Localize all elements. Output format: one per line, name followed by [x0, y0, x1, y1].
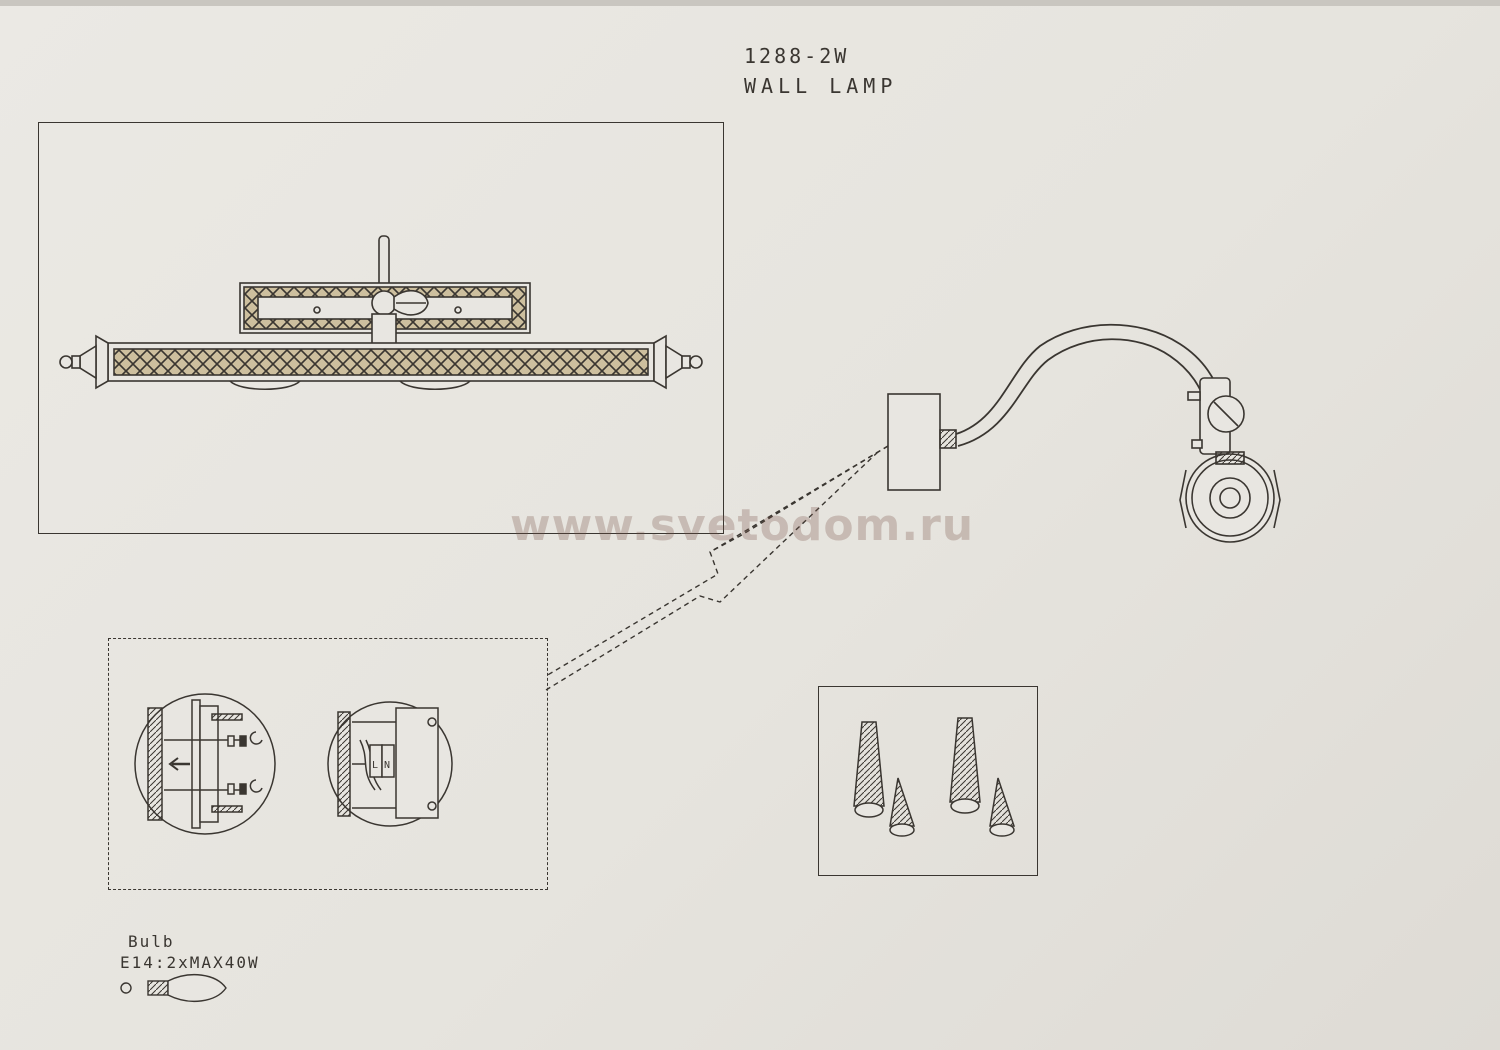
candle-bulb-icon — [120, 974, 227, 1002]
mounting-hardware-panel — [818, 686, 1038, 876]
front-view-lamp — [59, 235, 703, 390]
wall-anchors-and-screws — [853, 717, 1016, 837]
wire-label-n: N — [384, 760, 390, 771]
watermark: www.svetodom.ru — [510, 500, 975, 551]
front-view-panel — [38, 122, 724, 534]
sheet-top-edge — [0, 0, 1500, 6]
model-number: 1288-2W — [744, 44, 850, 68]
detail-leader-lines — [545, 445, 889, 691]
wiring-detail-panel — [108, 638, 548, 890]
product-name: WALL LAMP — [744, 74, 898, 98]
wire-connection-detail — [327, 701, 453, 827]
wall-mount-detail — [134, 693, 276, 835]
bulb-label: Bulb — [128, 932, 175, 951]
bulb-spec: E14:2xMAX40W — [120, 953, 260, 972]
wire-label-l: L — [372, 760, 378, 771]
side-view-lamp — [887, 323, 1281, 543]
